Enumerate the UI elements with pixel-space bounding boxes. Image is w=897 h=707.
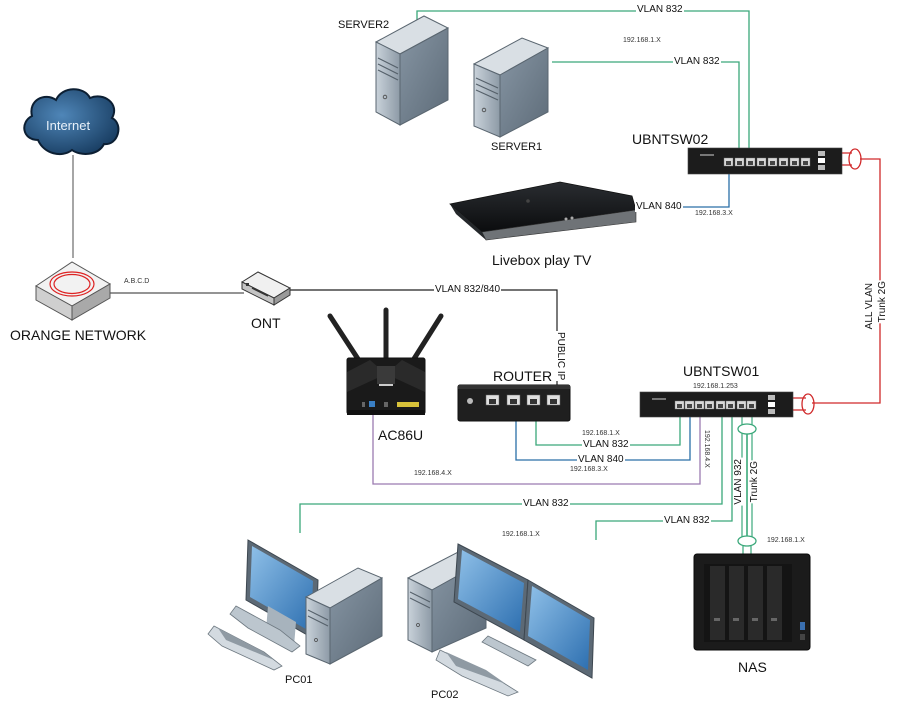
switch-icon (687, 147, 843, 175)
router-label: ROUTER (493, 368, 553, 384)
orange-ont-ip-label: A.B.C.D (124, 278, 150, 285)
ubntsw02-label: UBNTSW02 (632, 131, 709, 147)
router-sw-ip3-label: 192.168.3.X (570, 466, 608, 473)
ac86u-ip-vertical-label: 192.168.4.X (703, 430, 710, 468)
router-sw-ip1-label: 192.168.1.X (582, 430, 620, 437)
pc02-vlan-label: VLAN 832 (663, 515, 711, 526)
trunk-bundle-ring (801, 393, 815, 415)
switch-icon (639, 391, 794, 418)
trunk-label-all-vlan: ALL VLAN (864, 282, 875, 331)
dual-monitor-pc-icon (406, 543, 595, 697)
orange-network-label: ORANGE NETWORK (10, 327, 147, 343)
server1-label: SERVER1 (491, 141, 543, 153)
nas-vlan-label: VLAN 932 (733, 458, 744, 506)
livebox-ip-label: 192.168.3.X (695, 210, 733, 217)
pc01-vlan-label: VLAN 832 (522, 498, 570, 509)
router-box-icon (457, 384, 571, 422)
wire-pc01-sw01 (299, 413, 723, 533)
nas-label: NAS (738, 659, 767, 675)
desktop-pc-icon (207, 539, 384, 671)
pc02-label: PC02 (431, 689, 459, 701)
livebox-vlan-label: VLAN 840 (635, 201, 683, 212)
nas-bundle-ring-top (737, 423, 757, 435)
servers-ip-label: 192.168.1.X (623, 37, 661, 44)
nas-ip-label: 192.168.1.X (767, 537, 805, 544)
set-top-box-icon (449, 181, 637, 241)
wire-ac86u-sw01 (372, 408, 701, 485)
server1-vlan-label: VLAN 832 (673, 56, 721, 67)
server2-label: SERVER2 (338, 19, 390, 31)
wire-server2-sw02 (416, 10, 750, 160)
nas-bundle-ring-bottom (737, 535, 757, 547)
pcs-ip-label: 192.168.1.X (502, 531, 540, 538)
trunk-label-2g: Trunk 2G (877, 280, 888, 324)
router-sw-vlan840-label: VLAN 840 (577, 454, 625, 465)
pc01-label: PC01 (285, 674, 313, 686)
wan-vlan-label: VLAN 832/840 (434, 284, 502, 295)
livebox-label: Livebox play TV (492, 252, 592, 268)
wire-trunk-sw02-sw01 (812, 158, 881, 404)
ubntsw01-ip-label: 192.168.1.253 (693, 383, 738, 390)
server2-vlan-label: VLAN 832 (636, 4, 684, 15)
ont-icon (240, 271, 292, 306)
public-ip-label: PUBLIC IP (555, 331, 566, 382)
ac86u-label: AC86U (378, 427, 424, 443)
wifi-router-icon (327, 307, 444, 415)
cloud-icon (23, 88, 120, 156)
internet-label: Internet (46, 118, 91, 133)
ont-label: ONT (251, 315, 281, 331)
server-tower-icon (374, 15, 450, 126)
server-tower-icon (472, 37, 550, 138)
nas-trunk-label: Trunk 2G (749, 460, 760, 504)
nas-icon (693, 553, 811, 651)
wire-server1-sw02 (552, 61, 740, 160)
ubntsw01-label: UBNTSW01 (683, 363, 760, 379)
trunk-bundle-ring (848, 148, 862, 170)
ac86u-ip-label: 192.168.4.X (414, 470, 452, 477)
isp-box-icon (35, 261, 111, 321)
router-sw-vlan832-label: VLAN 832 (582, 439, 630, 450)
